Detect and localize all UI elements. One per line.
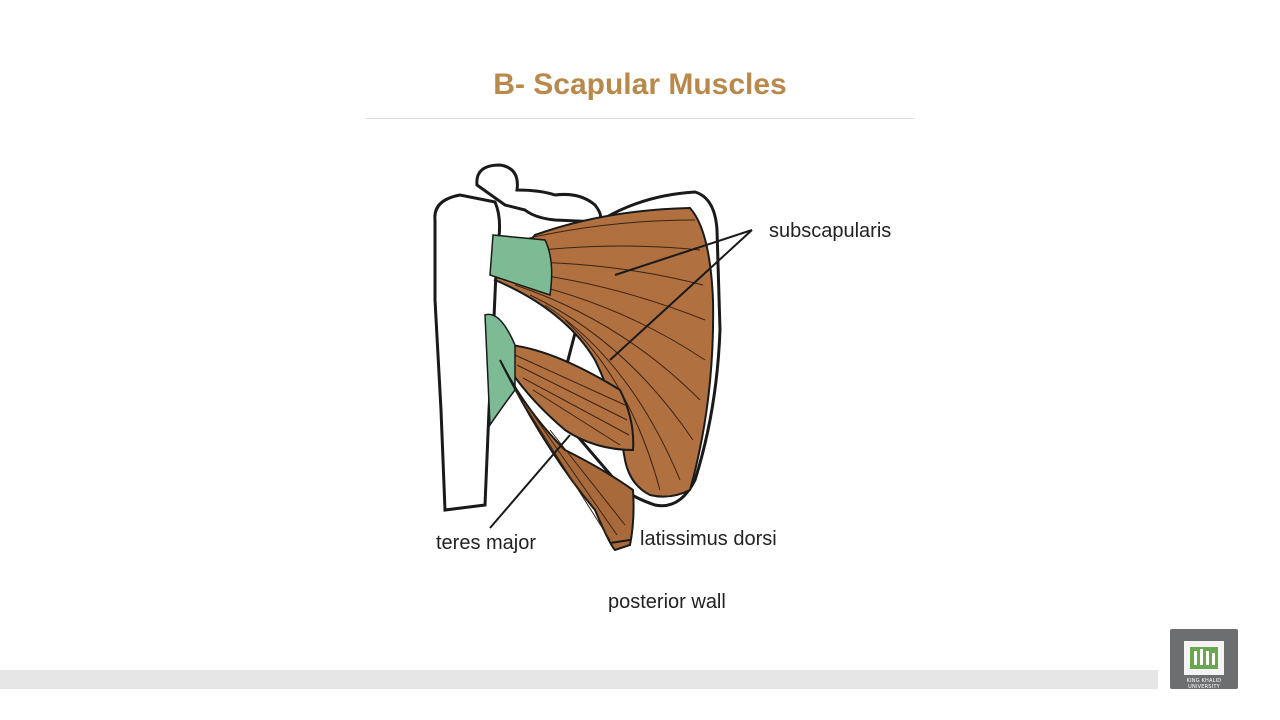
label-latissimus-dorsi: latissimus dorsi <box>640 528 777 550</box>
university-emblem-icon <box>1184 641 1224 675</box>
teres-major-muscle <box>509 343 635 452</box>
university-logo: KING KHALID UNIVERSITY <box>1170 629 1238 690</box>
label-teres-major: teres major <box>436 532 537 554</box>
teres-major-tendon <box>484 313 516 428</box>
logo-text: KING KHALID UNIVERSITY <box>1186 678 1222 690</box>
slide-title: B- Scapular Muscles <box>493 68 787 101</box>
subscapularis-tendon <box>489 234 553 296</box>
humerus-bone <box>433 193 502 512</box>
latissimus-dorsi-fibres <box>514 389 626 541</box>
label-subscapularis: subscapularis <box>769 220 892 242</box>
acromion-process <box>475 163 603 224</box>
title-divider <box>366 118 914 119</box>
label-pointers <box>489 229 753 544</box>
latissimus-dorsi-muscle <box>499 359 635 552</box>
figure-caption: posterior wall <box>608 591 726 613</box>
teres-major-fibres <box>514 354 630 446</box>
shoulder-muscle-illustration: subscapularis teres major latissimus dor… <box>405 150 905 630</box>
muscle-diagram-svg <box>433 163 753 552</box>
footer-bar <box>0 670 1158 689</box>
